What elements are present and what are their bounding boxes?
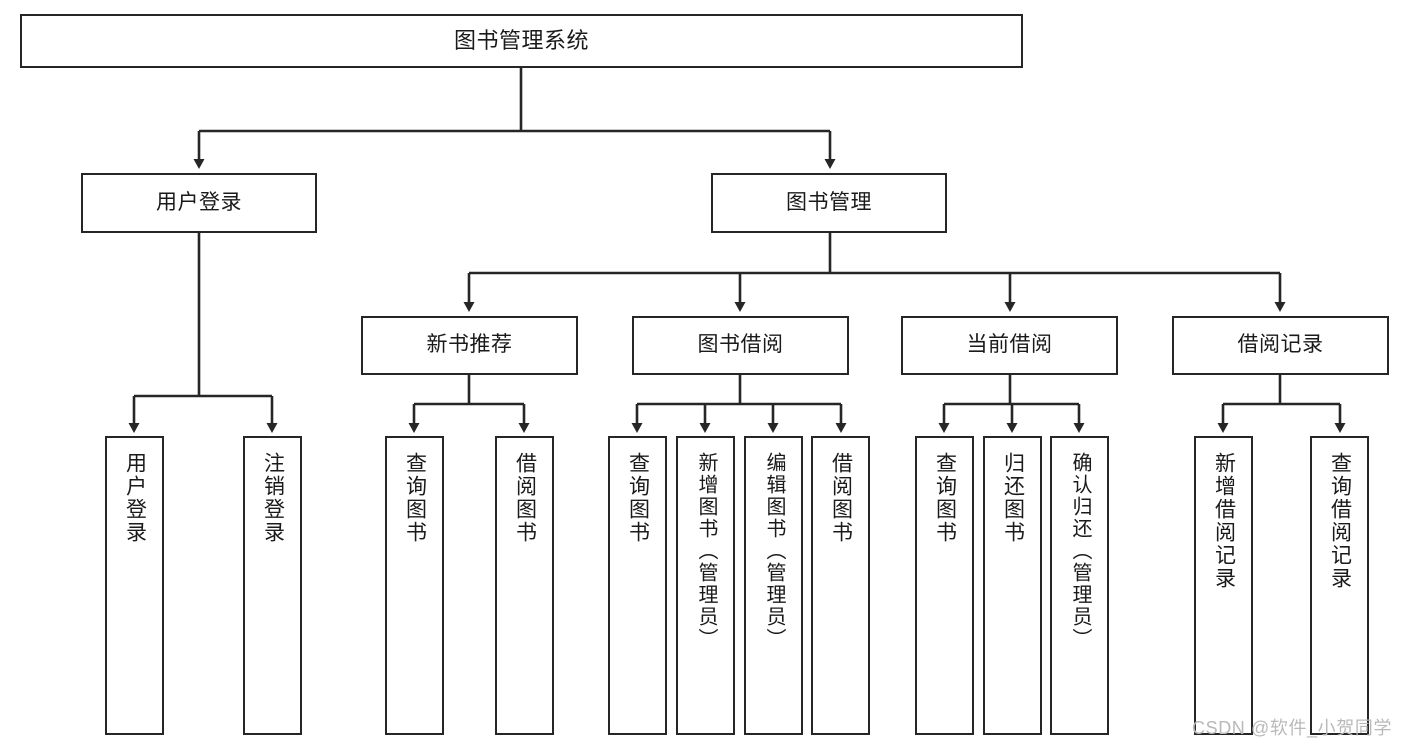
node-user-login[interactable]: 用户登录: [81, 173, 317, 233]
node-new-book-recommend[interactable]: 新书推荐: [361, 316, 578, 375]
node-current-borrow-label: 当前借阅: [966, 333, 1053, 357]
node-borrow-record[interactable]: 借阅记录: [1172, 316, 1389, 375]
node-book-borrow-label: 图书借阅: [697, 333, 784, 357]
leaf-new-book-borrow[interactable]: 借阅图书: [495, 436, 554, 735]
leaf-record-query-label: 查询借阅记录: [1328, 452, 1352, 590]
leaf-new-book-borrow-label: 借阅图书: [513, 452, 537, 544]
leaf-current-query-book[interactable]: 查询图书: [915, 436, 974, 735]
leaf-borrow-borrow-book[interactable]: 借阅图书: [811, 436, 870, 735]
leaf-current-confirm-return-label: 确认归还（管理员）: [1069, 452, 1091, 650]
leaf-user-login-signin[interactable]: 用户登录: [105, 436, 164, 735]
leaf-current-return-book[interactable]: 归还图书: [983, 436, 1042, 735]
leaf-current-confirm-return[interactable]: 确认归还（管理员）: [1050, 436, 1109, 735]
leaf-new-book-query-label: 查询图书: [403, 452, 427, 544]
leaf-record-add[interactable]: 新增借阅记录: [1194, 436, 1253, 735]
leaf-borrow-add-book-label: 新增图书（管理员）: [695, 452, 717, 650]
leaf-borrow-edit-book-label: 编辑图书（管理员）: [763, 452, 785, 650]
leaf-new-book-query[interactable]: 查询图书: [385, 436, 444, 735]
node-current-borrow[interactable]: 当前借阅: [901, 316, 1118, 375]
leaf-current-return-book-label: 归还图书: [1001, 452, 1025, 544]
node-book-management-label: 图书管理: [786, 190, 872, 214]
node-root-system[interactable]: 图书管理系统: [20, 14, 1023, 68]
node-borrow-record-label: 借阅记录: [1237, 333, 1324, 357]
node-user-login-label: 用户登录: [156, 190, 242, 214]
csdn-watermark: CSDN @软件_小贺同学: [1192, 718, 1393, 738]
leaf-user-login-signout-label: 注销登录: [261, 452, 285, 544]
node-book-borrow[interactable]: 图书借阅: [632, 316, 849, 375]
leaf-borrow-query-book-label: 查询图书: [626, 452, 650, 544]
leaf-user-login-signout[interactable]: 注销登录: [243, 436, 302, 735]
leaf-record-query[interactable]: 查询借阅记录: [1310, 436, 1369, 735]
leaf-current-query-book-label: 查询图书: [933, 452, 957, 544]
leaf-borrow-query-book[interactable]: 查询图书: [608, 436, 667, 735]
leaf-borrow-borrow-book-label: 借阅图书: [829, 452, 853, 544]
leaf-borrow-add-book[interactable]: 新增图书（管理员）: [676, 436, 735, 735]
leaf-record-add-label: 新增借阅记录: [1212, 452, 1236, 590]
node-root-system-label: 图书管理系统: [453, 28, 589, 54]
leaf-user-login-signin-label: 用户登录: [123, 452, 147, 544]
leaf-borrow-edit-book[interactable]: 编辑图书（管理员）: [744, 436, 803, 735]
node-book-management[interactable]: 图书管理: [711, 173, 947, 233]
node-new-book-recommend-label: 新书推荐: [426, 333, 513, 357]
